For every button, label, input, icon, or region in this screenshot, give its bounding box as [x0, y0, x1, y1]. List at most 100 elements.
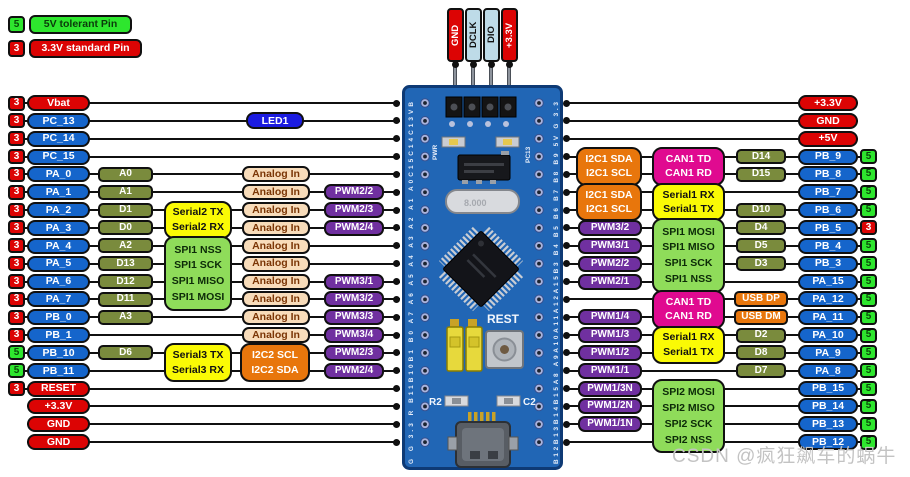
tolerance-badge: 5 — [860, 434, 877, 450]
tolerance-badge: 5 — [860, 238, 877, 254]
solder-dot — [393, 349, 400, 357]
wire-left — [16, 173, 400, 176]
pwm-label: PWM1/4 — [578, 309, 642, 326]
group-line: SPI1 NSS — [664, 273, 713, 285]
solder-dot — [563, 278, 570, 285]
pwm-label: PWM3/1 — [324, 273, 384, 290]
pwm-label: PWM1/2N — [578, 398, 642, 415]
solder-dot — [470, 61, 477, 68]
arduino-pin-label: D5 — [736, 238, 786, 254]
solder-dot — [393, 295, 400, 303]
pwm-label: PWM3/4 — [324, 327, 384, 344]
tolerance-badge: 5 — [860, 274, 877, 289]
solder-dot — [563, 349, 570, 357]
solder-dot — [393, 260, 400, 268]
crystal-8mhz: 8.000 — [445, 189, 520, 214]
solder-dot — [563, 438, 570, 446]
wire-left — [27, 405, 400, 408]
pwm-label: PWM3/2 — [324, 291, 384, 308]
pin-label-pb_5: PB_5 — [798, 219, 858, 236]
wire-left — [27, 423, 400, 426]
solder-dot — [563, 402, 570, 410]
solder-dot — [563, 153, 570, 161]
pin-label-pa_9: PA_9 — [798, 344, 858, 361]
micro-usb-connector — [447, 412, 519, 468]
solder-dot — [393, 331, 400, 339]
arduino-pin-label: D15 — [736, 166, 786, 182]
arduino-pin-label: A3 — [98, 309, 153, 325]
solder-dot — [393, 170, 400, 178]
pin-label-pa_6: PA_6 — [27, 273, 90, 290]
pin-label-pb_11: PB_11 — [27, 362, 90, 379]
arduino-pin-label: D14 — [736, 149, 786, 165]
tolerance-badge: 3 — [8, 149, 25, 165]
pin-label-pa_7: PA_7 — [27, 291, 90, 308]
solder-dot — [393, 117, 400, 125]
pin-label-pb_12: PB_12 — [798, 434, 858, 451]
analog-in-label: Analog In — [242, 309, 310, 326]
pwm-label: PWM3/2 — [578, 219, 642, 236]
crystal-label: 8.000 — [464, 198, 487, 208]
tolerance-badge: 5 — [8, 363, 25, 379]
solder-dot — [393, 99, 400, 107]
pwm-label: PWM2/3 — [324, 202, 384, 219]
pin-label-5v: +5V — [798, 130, 858, 147]
usb-label: USB DM — [734, 309, 788, 326]
pwm-label: PWM2/4 — [324, 362, 384, 379]
solder-dot — [563, 385, 570, 393]
bluepill-board: G G 3.3 R B11B10B1 B0 A7 A6 A5 A4 A3 A2 … — [402, 85, 563, 470]
pin-label-pb_7: PB_7 — [798, 184, 858, 201]
tolerance-badge: 3 — [8, 202, 25, 218]
analog-in-label: Analog In — [242, 273, 310, 290]
group-line: SPI2 MISO — [662, 402, 715, 415]
pin-label-pa_11: PA_11 — [798, 309, 858, 326]
solder-dot — [393, 135, 400, 143]
tolerance-badge: 5 — [860, 416, 877, 432]
group-line: Serial2 TX — [172, 206, 224, 219]
wire-left — [16, 334, 400, 337]
arduino-pin-label: A1 — [98, 184, 153, 200]
group-line: SPI2 NSS — [664, 433, 713, 446]
group-line: I2C2 SCL — [251, 349, 299, 362]
arduino-pin-label: D7 — [736, 363, 786, 379]
pin-label-pb_15: PB_15 — [798, 380, 858, 397]
solder-dot — [563, 331, 570, 339]
wire-right — [565, 369, 872, 372]
reset-button — [485, 330, 524, 369]
solder-dot — [563, 170, 570, 178]
pin-label-pb_0: PB_0 — [27, 309, 90, 326]
wire-left — [16, 119, 400, 122]
arduino-pin-label: A2 — [98, 238, 153, 254]
pin-label-pb_1: PB_1 — [27, 327, 90, 344]
debug-header-blocks — [445, 96, 517, 127]
debug-pin-dio: DIO — [483, 8, 500, 62]
tolerance-badge: 3 — [8, 327, 25, 343]
solder-dot — [393, 438, 400, 446]
pwm-label: PWM3/3 — [324, 309, 384, 326]
group-line: I2C2 SDA — [251, 363, 299, 376]
arduino-pin-label: D1 — [98, 202, 153, 218]
pwm-label: PWM1/1N — [578, 416, 642, 433]
pin-label-pb_4: PB_4 — [798, 237, 858, 254]
tolerance-badge: 3 — [8, 166, 25, 182]
solder-dot — [393, 367, 400, 375]
pin-label-gnd: GND — [798, 112, 858, 129]
tolerance-badge: 3 — [8, 256, 25, 272]
pin-label-pc_15: PC_15 — [27, 148, 90, 165]
group-line: SPI2 SCK — [664, 417, 713, 430]
pin-label-pc_14: PC_14 — [27, 130, 90, 147]
solder-dot — [393, 313, 400, 321]
solder-dot — [393, 188, 400, 196]
group-line: Serial3 TX — [172, 349, 224, 362]
solder-dot — [393, 420, 400, 428]
analog-in-label: Analog In — [242, 202, 310, 219]
analog-in-label: Analog In — [242, 327, 310, 344]
debug-pin-gnd: GND — [447, 8, 464, 62]
arduino-pin-label: D3 — [736, 256, 786, 272]
voltage-regulator — [457, 151, 511, 184]
tolerance-badge: 3 — [8, 274, 25, 289]
